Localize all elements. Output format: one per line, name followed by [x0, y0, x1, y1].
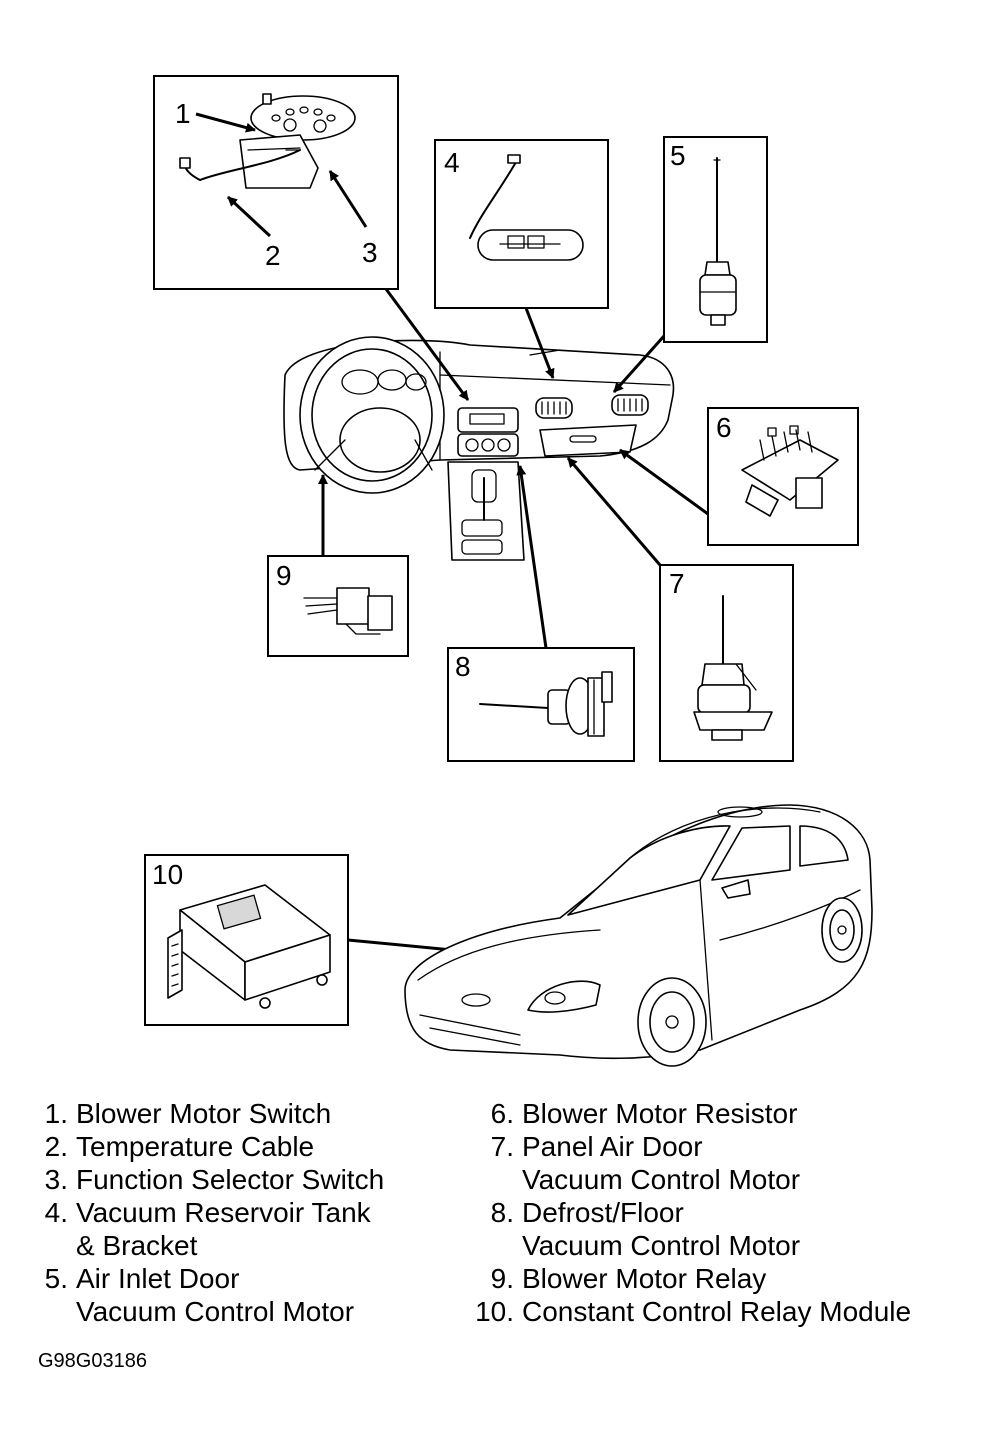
legend-label-continued: Vacuum Control Motor	[522, 1230, 801, 1261]
callout-box-6: 6	[707, 407, 859, 546]
legend-right-column: 6. Blower Motor Resistor 7. Panel Air Door…	[460, 1097, 911, 1328]
legend-item-9: 9. Blower Motor Relay	[460, 1262, 911, 1295]
callout-number-9: 9	[276, 560, 292, 591]
arrow-7	[566, 457, 662, 566]
legend-item-2: 2. Temperature Cable	[30, 1130, 384, 1163]
legend-number: 2.	[44, 1131, 68, 1162]
relay-module-illustration	[167, 884, 331, 1009]
callout-number-3: 3	[362, 237, 378, 268]
car-illustration	[404, 804, 873, 1067]
legend-label: Defrost/Floor	[522, 1197, 684, 1228]
callout-number-10: 10	[152, 859, 183, 890]
legend-item-8: 8. Defrost/Floor Vacuum Control Motor	[460, 1196, 911, 1262]
callout-box-8: 8	[447, 647, 635, 762]
callout-number-5: 5	[670, 140, 686, 171]
legend-item-4: 4. Vacuum Reservoir Tank & Bracket	[30, 1196, 384, 1262]
legend-label: Blower Motor Relay	[522, 1263, 767, 1294]
legend-number: 5.	[44, 1263, 68, 1294]
blower-relay-illustration	[303, 587, 393, 635]
legend-number: 4.	[44, 1197, 68, 1228]
legend-number: 1.	[44, 1098, 68, 1129]
legend-label: Temperature Cable	[76, 1131, 315, 1162]
callout-box-7: 7	[659, 564, 794, 762]
component-locator-diagram: 1 2 3 4	[144, 75, 873, 1067]
panel-air-vacuum-motor-illustration	[693, 595, 773, 741]
reservoir-tank-illustration	[469, 154, 584, 261]
callout-number-2: 2	[265, 240, 281, 271]
callout-number-7: 7	[669, 568, 685, 599]
legend-number: 7.	[490, 1131, 514, 1162]
control-head-illustration	[179, 93, 356, 189]
callout-box-1: 1 2 3	[153, 75, 399, 290]
callout-number-4: 4	[444, 147, 460, 178]
callout-box-9: 9	[267, 555, 409, 657]
legend-number: 3.	[44, 1164, 68, 1195]
arrow-1	[384, 288, 470, 401]
arrow-8	[516, 465, 548, 649]
legend-item-1: 1. Blower Motor Switch	[30, 1097, 384, 1130]
defrost-floor-vacuum-motor-illustration	[479, 671, 613, 737]
legend-label: Blower Motor Resistor	[522, 1098, 798, 1129]
legend-item-10: 10. Constant Control Relay Module	[460, 1295, 911, 1328]
legend-label-continued: Vacuum Control Motor	[522, 1164, 801, 1195]
legend-left-column: 1. Blower Motor Switch 2. Temperature Cabl…	[30, 1097, 385, 1328]
legend-number: 8.	[490, 1197, 514, 1228]
legend-label: Vacuum Reservoir Tank	[76, 1197, 371, 1228]
figure-code: G98G03186	[38, 1350, 147, 1372]
callout-number-8: 8	[455, 651, 471, 682]
legend-number: 9.	[490, 1263, 514, 1294]
arrow-6	[619, 448, 709, 516]
legend-item-7: 7. Panel Air Door Vacuum Control Motor	[460, 1130, 911, 1196]
instrument-panel-illustration	[283, 336, 675, 561]
legend-item-3: 3. Function Selector Switch	[30, 1163, 385, 1196]
legend-label: Blower Motor Switch	[76, 1098, 332, 1129]
legend-label: Function Selector Switch	[76, 1164, 385, 1195]
legend-item-6: 6. Blower Motor Resistor	[460, 1097, 911, 1130]
callout-number-6: 6	[716, 412, 732, 443]
legend-label: Constant Control Relay Module	[522, 1296, 912, 1327]
legend-label-continued: Vacuum Control Motor	[76, 1296, 355, 1327]
callout-box-4: 4	[434, 139, 609, 309]
legend-number: 10.	[475, 1296, 514, 1327]
legend-number: 6.	[490, 1098, 514, 1129]
arrow-5	[612, 335, 666, 393]
callout-box-5: 5	[663, 136, 768, 343]
callout-number-1: 1	[175, 98, 191, 129]
legend-label-continued: & Bracket	[76, 1230, 198, 1261]
legend-item-5: 5. Air Inlet Door Vacuum Control Motor	[30, 1262, 384, 1328]
blower-resistor-illustration	[741, 425, 839, 517]
air-inlet-vacuum-motor-illustration	[699, 157, 737, 326]
arrow-4	[524, 307, 555, 379]
legend-label: Panel Air Door	[522, 1131, 703, 1162]
legend-label: Air Inlet Door	[76, 1263, 240, 1294]
callout-box-10: 10	[144, 854, 349, 1026]
